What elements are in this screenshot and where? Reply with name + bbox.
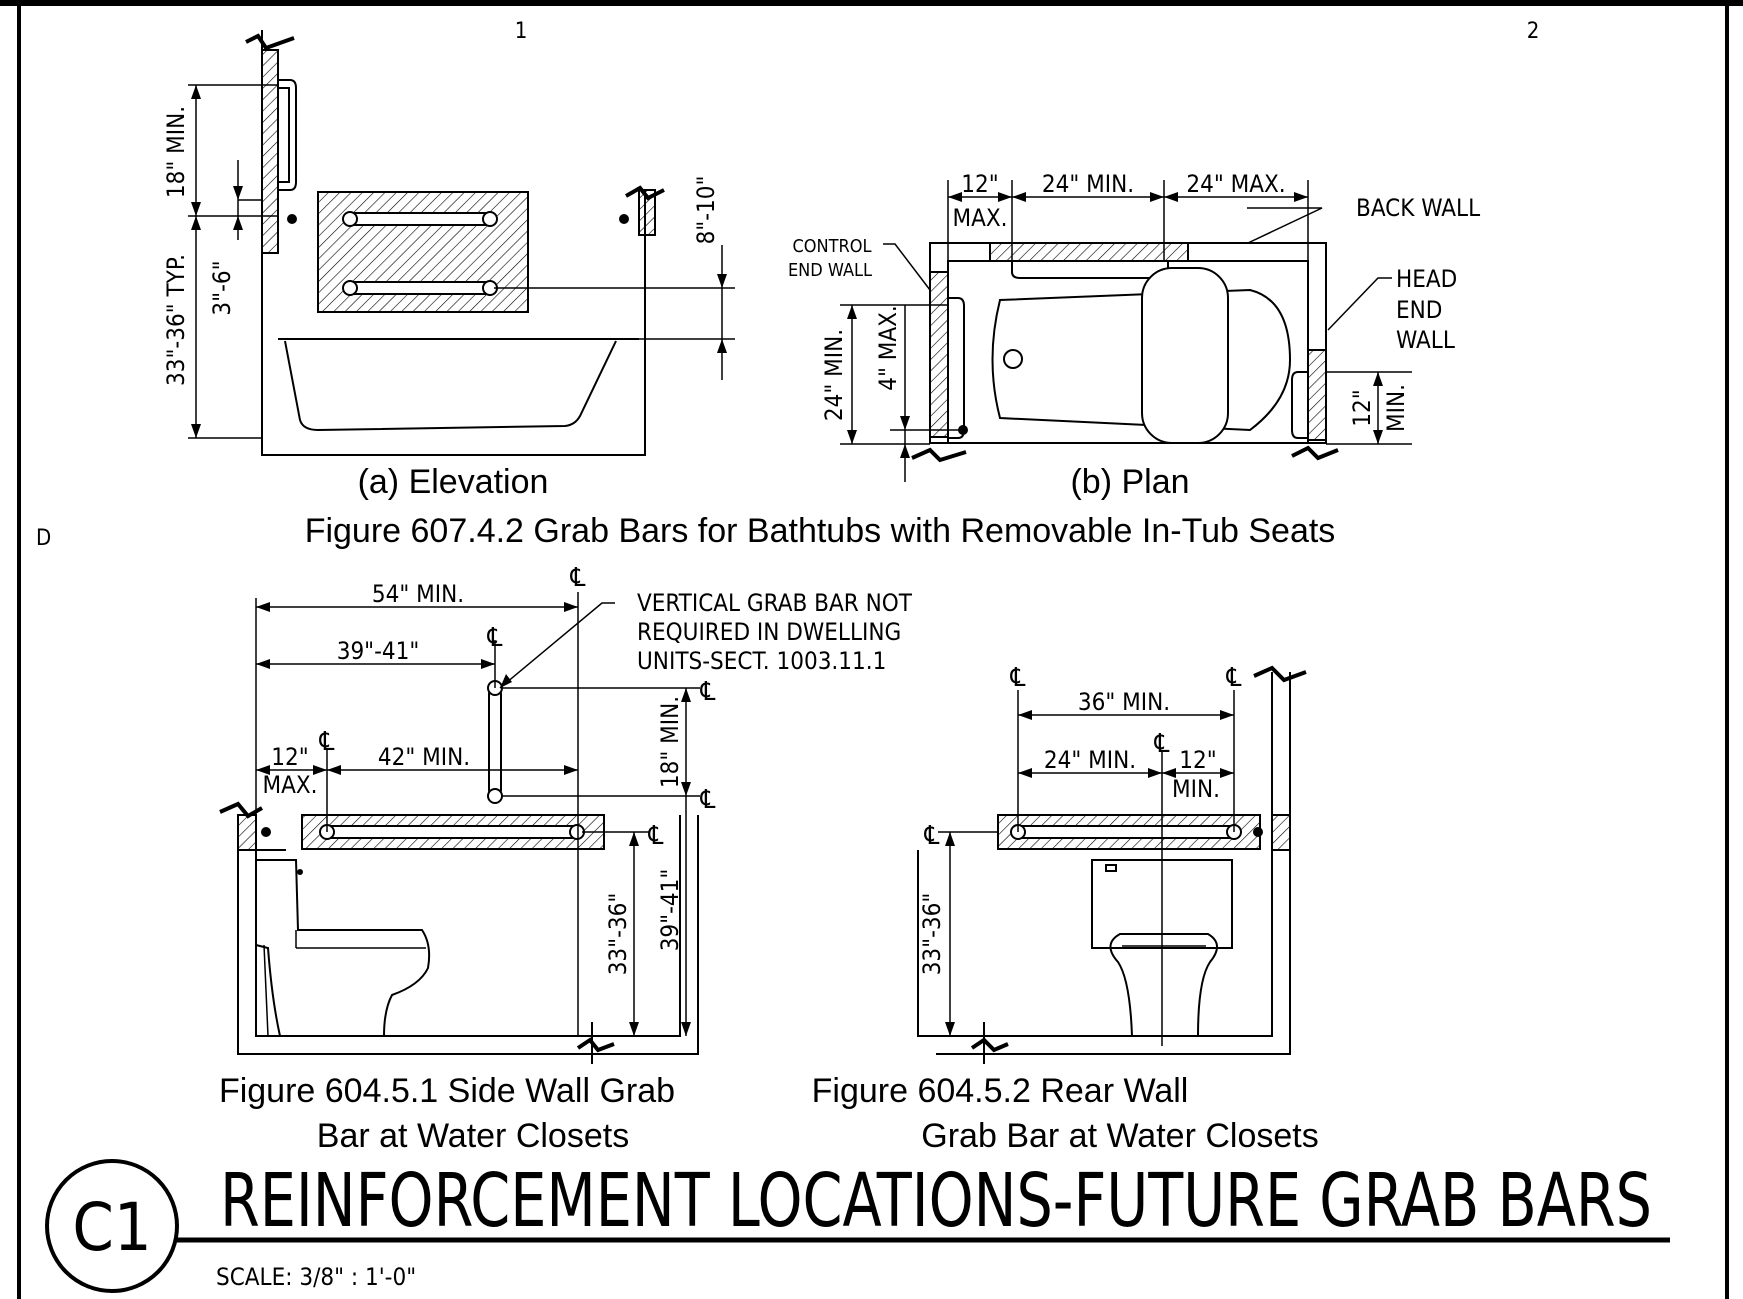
plan-dim-12: 12" — [961, 170, 998, 198]
side-note-3: UNITS-SECT. 1003.11.1 — [637, 647, 886, 675]
rear-wall-view: ℄ ℄ 36" MIN. ℄ 24" MIN. 12" MIN. ℄ 33"-3… — [917, 663, 1307, 1064]
side-dim-42: 42" MIN. — [378, 743, 470, 771]
side-dim-12: 12" — [271, 743, 308, 771]
plan-label: (b) Plan — [1070, 463, 1189, 501]
rear-dim-h33: 33"-36" — [918, 893, 946, 976]
rear-cl-3: ℄ — [1153, 729, 1169, 759]
side-dim-h33: 33"-36" — [604, 893, 632, 976]
rear-cl-4: ℄ — [923, 821, 939, 851]
note-head-3: WALL — [1396, 326, 1455, 354]
plan-dim-24max: 24" MAX. — [1186, 170, 1285, 198]
rear-dim-12-min: MIN. — [1172, 775, 1220, 803]
plan-dim-24min: 24" MIN. — [1042, 170, 1134, 198]
grid-label-d: D — [36, 526, 51, 551]
rear-dim-24: 24" MIN. — [1044, 746, 1136, 774]
side-cl-4: ℄ — [699, 677, 715, 707]
note-control-1: CONTROL — [792, 236, 871, 257]
fig-607-caption: Figure 607.4.2 Grab Bars for Bathtubs wi… — [305, 512, 1336, 550]
plan-dim-left4: 4" MAX. — [874, 305, 902, 391]
side-dim-39: 39"-41" — [337, 637, 420, 665]
grid-label-2: 2 — [1527, 19, 1540, 44]
fig-604-2-caption-2: Grab Bar at Water Closets — [921, 1117, 1318, 1155]
side-dim-54: 54" MIN. — [372, 580, 464, 608]
plan-dim-12-max: MAX. — [952, 204, 1007, 232]
side-cl-5: ℄ — [699, 785, 715, 815]
plan-view: 12" MAX. 24" MIN. 24" MAX. 24" MIN. 4" M… — [788, 170, 1480, 501]
grid-label-1: 1 — [515, 19, 528, 44]
side-dim-h39: 39"-41" — [656, 869, 684, 952]
side-note-2: REQUIRED IN DWELLING — [637, 618, 901, 646]
plan-dim-right12-min: MIN. — [1382, 384, 1410, 432]
plan-dim-left24: 24" MIN. — [820, 329, 848, 421]
side-dim-18: 18" MIN. — [656, 696, 684, 788]
side-note-1: VERTICAL GRAB BAR NOT — [637, 589, 913, 617]
side-cl-6: ℄ — [647, 821, 663, 851]
title-block: C1 REINFORCEMENT LOCATIONS-FUTURE GRAB B… — [45, 1158, 1670, 1293]
fig-604-2-caption-1: Figure 604.5.2 Rear Wall — [812, 1072, 1189, 1110]
note-head-1: HEAD — [1396, 265, 1457, 293]
elev-dim-top: 18" MIN. — [162, 106, 190, 198]
elev-dim-right: 8"-10" — [692, 176, 720, 245]
fig-604-1-caption-1: Figure 604.5.1 Side Wall Grab — [219, 1072, 675, 1110]
detail-id: C1 — [72, 1189, 151, 1266]
elev-dim-height: 33"-36" TYP. — [162, 254, 190, 386]
note-back-wall: BACK WALL — [1356, 194, 1480, 222]
side-dim-12-max: MAX. — [262, 771, 317, 799]
elev-dim-mid: 3"-6" — [208, 260, 236, 315]
rear-dim-12: 12" — [1179, 746, 1216, 774]
side-cl-1: ℄ — [569, 563, 585, 593]
fig-604-1-caption-2: Bar at Water Closets — [317, 1117, 629, 1155]
sheet-title: REINFORCEMENT LOCATIONS-FUTURE GRAB BARS — [220, 1158, 1652, 1244]
side-wall-view: 54" MIN. 39"-41" ℄ ℄ ℄ 12" MAX. 42" MIN.… — [219, 563, 913, 1064]
rear-dim-36: 36" MIN. — [1078, 688, 1170, 716]
rear-cl-2: ℄ — [1225, 663, 1241, 693]
plan-dim-right12: 12" — [1348, 389, 1376, 426]
rear-cl-1: ℄ — [1009, 663, 1025, 693]
note-control-2: END WALL — [788, 260, 872, 281]
elevation-view: 18" MIN. 3"-6" 33"-36" TYP. 8"-10" (a) E… — [162, 30, 735, 501]
elevation-label: (a) Elevation — [358, 463, 549, 501]
scale-note: SCALE: 3/8" : 1'-0" — [216, 1263, 416, 1291]
side-cl-3: ℄ — [318, 727, 334, 757]
side-cl-2: ℄ — [486, 623, 502, 653]
note-head-2: END — [1396, 296, 1442, 324]
